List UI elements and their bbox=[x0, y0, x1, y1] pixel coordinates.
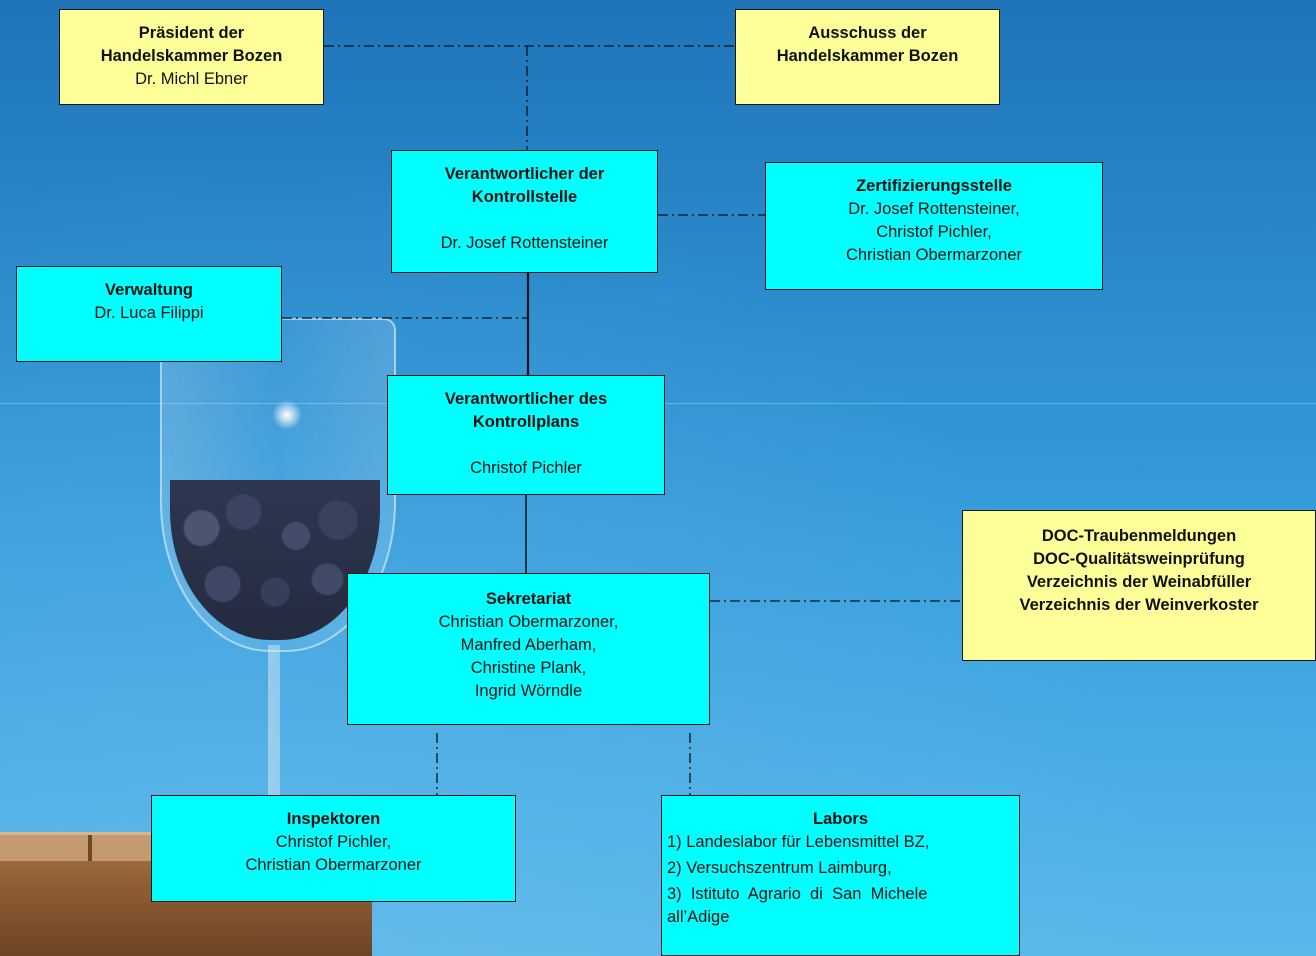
person-name: Christian Obermarzoner bbox=[845, 246, 1023, 264]
person-name: Dr. Luca Filippi bbox=[94, 304, 204, 322]
person-name: Ingrid Wörndle bbox=[474, 682, 583, 700]
box-title: Labors bbox=[812, 810, 868, 828]
box-labs: Labors 1) Landeslabor für Lebensmittel B… bbox=[661, 795, 1020, 956]
lab-entry: all’Adige bbox=[667, 908, 730, 926]
person-name: Manfred Aberham, bbox=[460, 636, 597, 654]
box-inspectors: Inspektoren Christof Pichler, Christian … bbox=[151, 795, 516, 902]
wine-glass-stem bbox=[268, 645, 280, 805]
person-name: Dr. Josef Rottensteiner, bbox=[848, 200, 1020, 218]
box-title: Kontrollstelle bbox=[471, 188, 578, 206]
box-title: DOC-Qualitätsweinprüfung bbox=[1033, 550, 1245, 568]
person-name: Christian Obermarzoner, bbox=[438, 613, 619, 631]
box-administration: Verwaltung Dr. Luca Filippi bbox=[16, 266, 282, 362]
box-title: Verzeichnis der Weinabfüller bbox=[1026, 573, 1252, 591]
box-control-plan: Verantwortlicher des Kontrollplans Chris… bbox=[387, 375, 665, 495]
person-name: Christian Obermarzoner bbox=[245, 856, 422, 874]
box-title: Inspektoren bbox=[286, 810, 381, 828]
person-name: Christof Pichler, bbox=[876, 223, 992, 241]
box-title: Verzeichnis der Weinverkoster bbox=[1019, 596, 1259, 614]
box-title: Präsident der bbox=[138, 24, 245, 42]
lab-entry: 2) Versuchszentrum Laimburg, bbox=[667, 859, 892, 877]
person-name: Christof Pichler, bbox=[275, 833, 392, 851]
box-title: Verwaltung bbox=[104, 281, 194, 299]
box-title: DOC-Traubenmeldungen bbox=[1041, 527, 1237, 545]
light-sparkle bbox=[272, 400, 302, 430]
person-name: Dr. Josef Rottensteiner bbox=[440, 234, 609, 252]
box-title: Verantwortlicher des bbox=[444, 390, 608, 408]
box-title: Handelskammer Bozen bbox=[776, 47, 959, 65]
box-committee: Ausschuss der Handelskammer Bozen bbox=[735, 9, 1000, 105]
box-title: Sekretariat bbox=[485, 590, 572, 608]
box-doc-tasks: DOC-Traubenmeldungen DOC-Qualitätsweinpr… bbox=[962, 510, 1316, 661]
box-title: Handelskammer Bozen bbox=[100, 47, 283, 65]
box-title: Ausschuss der bbox=[808, 24, 927, 42]
person-name: Christof Pichler bbox=[470, 459, 582, 477]
lab-entry: 1) Landeslabor für Lebensmittel BZ, bbox=[667, 833, 930, 851]
box-secretariat: Sekretariat Christian Obermarzoner, Manf… bbox=[347, 573, 710, 725]
box-control-head: Verantwortlicher der Kontrollstelle Dr. … bbox=[391, 150, 658, 273]
box-title: Zertifizierungsstelle bbox=[856, 177, 1012, 195]
box-president: Präsident der Handelskammer Bozen Dr. Mi… bbox=[59, 9, 324, 105]
box-title: Kontrollplans bbox=[472, 413, 580, 431]
lab-entry: 3) Istituto Agrario di San Michele bbox=[667, 885, 928, 903]
box-title: Verantwortlicher der bbox=[444, 165, 605, 183]
box-certification: Zertifizierungsstelle Dr. Josef Rottenst… bbox=[765, 162, 1103, 290]
person-name: Dr. Michl Ebner bbox=[135, 70, 248, 88]
person-name: Christine Plank, bbox=[470, 659, 587, 677]
